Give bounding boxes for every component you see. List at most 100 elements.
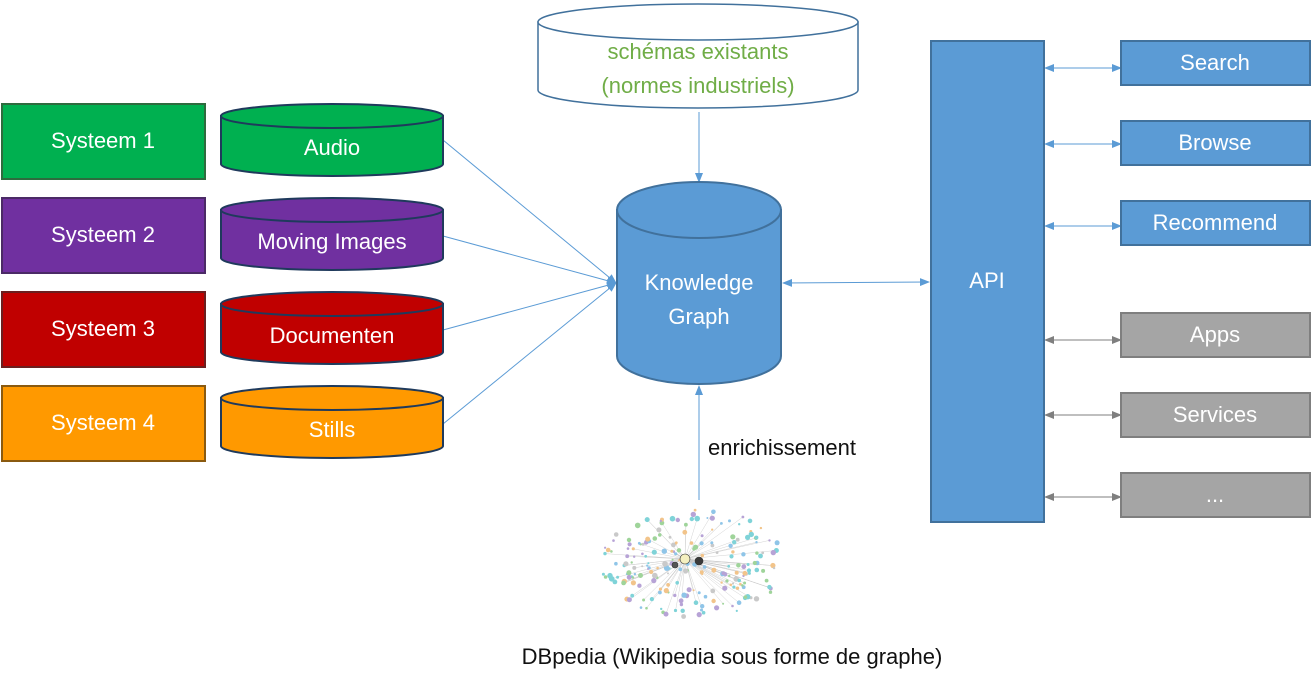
network-node: [722, 602, 725, 605]
network-node: [711, 528, 714, 531]
system-1-box: [1, 103, 206, 180]
network-node: [662, 561, 668, 567]
network-node: [731, 550, 735, 554]
network-node: [748, 531, 754, 538]
network-node: [743, 595, 748, 599]
network-node: [736, 563, 741, 568]
network-node: [644, 517, 650, 523]
consumer-search-label: Search: [1180, 50, 1250, 75]
network-node: [753, 596, 760, 602]
schema-line-2: (normes industriels): [601, 73, 794, 98]
api-box-rect: [930, 40, 1045, 523]
network-node: [603, 551, 607, 556]
network-edge: [684, 511, 714, 560]
network-edge: [681, 558, 686, 605]
network-node: [666, 583, 670, 587]
network-graph-image: [601, 508, 780, 619]
knowledge-graph-top: [616, 181, 782, 239]
network-node: [689, 541, 694, 545]
network-node: [754, 535, 759, 540]
consumer-browse-label: Browse: [1178, 130, 1251, 155]
network-node: [746, 563, 750, 566]
store-moving-images-label: Moving Images: [257, 229, 406, 254]
network-node: [663, 611, 669, 617]
store-audio-label: Audio: [304, 135, 360, 160]
network-node: [732, 540, 737, 545]
network-node: [710, 541, 714, 545]
network-node: [633, 555, 636, 558]
network-node: [720, 522, 723, 525]
network-node: [601, 572, 605, 576]
network-node: [614, 561, 618, 566]
network-node: [607, 572, 613, 579]
network-node: [630, 593, 635, 598]
connector-moving-images-kg: [442, 235, 617, 285]
network-node: [737, 578, 741, 583]
network-node: [755, 541, 758, 544]
network-node: [703, 594, 708, 599]
network-edge: [684, 558, 728, 582]
network-node: [637, 541, 641, 545]
network-node: [637, 583, 642, 588]
store-audio-top: [220, 103, 444, 129]
network-node: [646, 564, 649, 567]
network-node: [651, 578, 657, 584]
network-node: [709, 515, 715, 521]
network-node: [725, 579, 729, 583]
knowledge-graph-body: [616, 209, 782, 385]
consumer-apps-box: [1120, 312, 1311, 358]
network-node: [634, 522, 641, 529]
network-edge: [675, 558, 686, 611]
network-node: [721, 571, 726, 576]
network-node: [774, 540, 780, 546]
network-node: [673, 608, 678, 613]
api-connectors: [1044, 64, 1122, 501]
network-node: [747, 518, 753, 524]
network-node: [711, 567, 717, 573]
network-node: [674, 541, 678, 545]
schema-line-1: schémas existants: [608, 39, 789, 64]
network-node: [660, 607, 663, 611]
consumer-browse: Browse: [1120, 120, 1311, 166]
network-node: [770, 562, 776, 569]
store-audio: Audio: [220, 103, 444, 177]
network-node: [768, 590, 773, 594]
system-4-box: [1, 385, 206, 462]
network-node: [700, 553, 705, 558]
network-node: [675, 517, 680, 523]
network-node: [728, 543, 733, 548]
network-edge: [684, 518, 698, 560]
store-connectors: [442, 139, 617, 425]
network-node: [693, 544, 699, 550]
network-node: [752, 560, 757, 566]
network-edge: [661, 522, 686, 560]
network-node: [663, 588, 669, 594]
network-node: [697, 591, 701, 595]
network-node: [659, 519, 662, 523]
network-node: [699, 570, 704, 575]
network-node: [631, 547, 635, 551]
network-node: [631, 576, 635, 579]
network-node: [683, 568, 689, 574]
network-node: [661, 548, 667, 554]
store-documenten-top: [220, 291, 444, 317]
store-stills: Stills: [220, 385, 444, 459]
network-node: [736, 600, 742, 605]
system-2-box: [1, 197, 206, 274]
network-node: [603, 575, 608, 579]
network-node: [651, 549, 657, 555]
network-node: [693, 600, 699, 605]
network-node: [730, 534, 736, 540]
network-node: [656, 527, 662, 533]
connector-kg-api: [782, 278, 930, 287]
network-node: [741, 552, 746, 557]
network-node: [699, 541, 704, 546]
network-node: [702, 565, 707, 569]
network-node: [692, 589, 695, 592]
network-node: [690, 511, 696, 518]
network-node: [738, 523, 741, 526]
network-node: [623, 561, 629, 567]
network-node: [649, 597, 655, 602]
system-3-label: Systeem 3: [51, 316, 155, 341]
network-node: [711, 509, 716, 515]
